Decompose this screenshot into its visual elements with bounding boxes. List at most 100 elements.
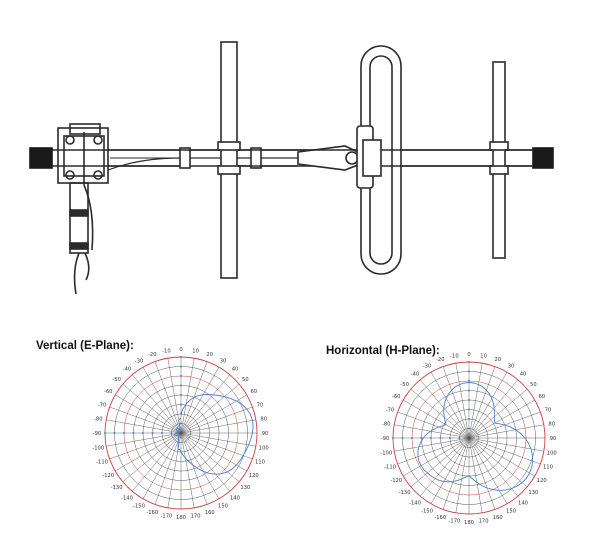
polar-spoke [154,432,182,505]
angle-tick-label: -150 [421,509,433,515]
angle-tick-label: 100 [547,451,557,457]
polar-spoke [180,432,195,508]
angle-tick-label: -60 [104,389,112,395]
angle-tick-label: 130 [528,490,538,496]
polar-spoke [180,432,220,499]
angle-tick-label: -170 [161,514,173,520]
polar-spoke [131,432,182,492]
polar-spoke [468,437,508,504]
polar-spoke [122,383,182,434]
polar-spoke [397,411,470,439]
vertical-plane-title: Vertical (E-Plane): [36,340,134,352]
axis-marker [132,432,135,434]
folded-dipole-element [356,45,402,275]
angle-tick-label: 170 [191,514,201,520]
axis-marker [430,437,432,439]
angle-tick-label: -90 [381,436,389,442]
axis-marker [180,394,182,396]
axis-marker [180,413,182,415]
angle-tick-label: 170 [479,519,489,525]
polar-spoke [430,437,470,504]
polar-spoke [180,432,247,472]
angle-tick-label: 100 [259,446,269,452]
polar-spoke [180,419,256,434]
polar-spoke [122,432,182,483]
axis-marker [180,384,182,387]
polar-spoke [142,367,182,434]
angle-tick-label: 40 [520,372,527,378]
polar-spoke [142,432,182,499]
angle-tick-label: -10 [450,353,458,359]
polar-spoke [109,406,182,434]
angle-tick-label: 0 [467,352,470,358]
radiation-pattern-curve [417,382,534,491]
angle-tick-label: -80 [382,421,390,427]
angle-tick-label: 180 [176,515,186,521]
axis-marker [458,437,461,439]
axis-marker [180,403,182,406]
angle-tick-label: 140 [230,495,240,501]
feed-cable [107,157,300,171]
polar-spoke [468,437,519,497]
axis-marker [468,380,470,382]
angle-tick-label: 30 [220,358,227,364]
angle-tick-label: -150 [133,504,145,510]
antenna-boom-front [108,149,533,167]
angle-tick-label: 120 [537,478,547,484]
axis-marker [113,432,116,434]
polar-spoke [154,361,182,434]
polar-spoke [468,379,519,439]
polar-spoke [115,394,182,434]
angle-tick-label: -40 [123,367,131,373]
mounting-clamp [57,123,109,295]
reflector-element [217,41,241,279]
angle-tick-label: 70 [257,402,264,408]
angle-tick-label: 10 [480,353,487,359]
horizontal-plane-title: Horizontal (H-Plane): [326,345,440,357]
polar-spoke [180,358,195,434]
angle-tick-label: -40 [411,372,419,378]
angle-tick-label: -140 [409,500,421,506]
polar-grid [104,356,258,510]
angle-tick-label: 150 [218,504,228,510]
angle-tick-label: -30 [423,363,431,369]
polar-spoke [106,432,182,447]
angle-tick-label: -70 [98,402,106,408]
angle-tick-label: -20 [436,357,444,363]
angle-tick-label: -160 [434,515,446,521]
angle-tick-label: -60 [392,394,400,400]
angle-tick-label: 120 [249,473,259,479]
polar-spoke [468,372,508,439]
angle-tick-label: 30 [508,363,515,369]
polar-spoke [419,379,470,439]
angle-tick-label: -110 [96,460,108,466]
polar-spoke [419,437,470,497]
polar-spoke [410,388,470,439]
axis-marker [468,361,470,363]
angle-tick-label: -70 [386,407,394,413]
angle-tick-label: 20 [494,357,501,363]
angle-tick-label: 0 [179,347,182,353]
axis-marker [411,437,413,439]
polar-spoke [468,437,541,465]
axis-marker [180,365,182,368]
angle-tick-label: 130 [240,485,250,491]
axis-marker [180,356,182,358]
angle-tick-label: -80 [94,416,102,422]
axis-marker [420,437,423,439]
polar-spoke [410,437,470,488]
axis-marker [151,432,154,434]
boom-end-cap-right [532,147,554,169]
angle-tick-label: 20 [206,352,213,358]
director-element [489,61,509,259]
angle-tick-label: 90 [262,431,269,437]
cable-clip-2 [250,147,262,169]
angle-tick-label: 150 [506,509,516,515]
angle-tick-label: -100 [92,446,104,452]
polar-spoke [180,406,253,434]
angle-tick-label: 160 [493,515,503,521]
polar-spoke [403,437,470,477]
angle-tick-label: 70 [545,407,552,413]
